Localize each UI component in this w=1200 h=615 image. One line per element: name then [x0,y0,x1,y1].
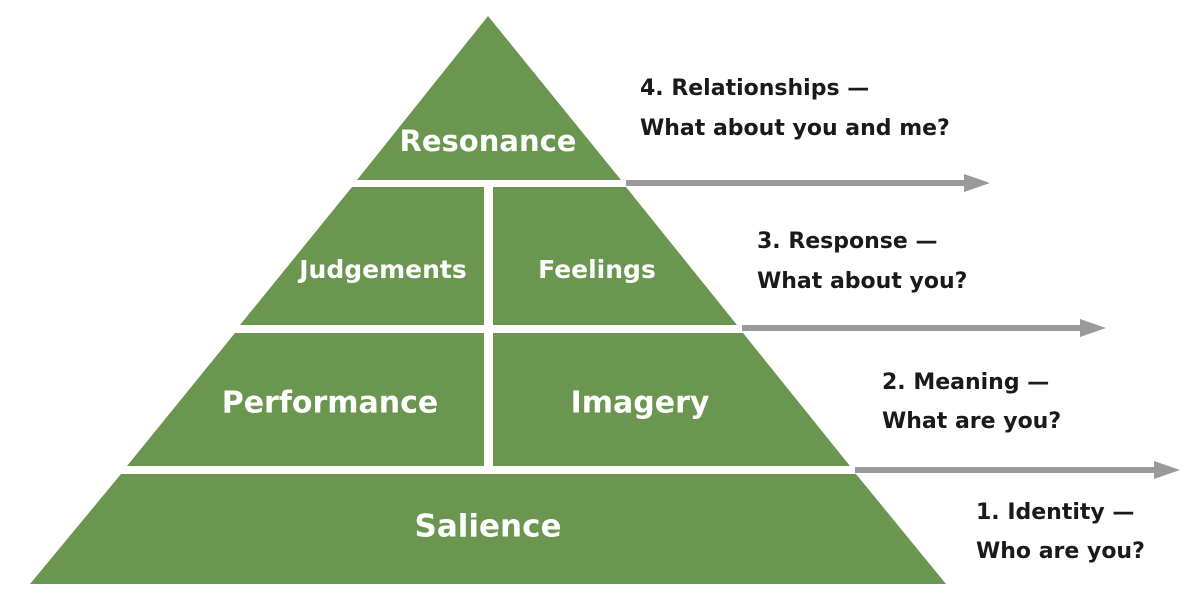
label-judgements: Judgements [297,255,466,284]
block-imagery [493,333,850,466]
step-meaning-question: What are you? [882,409,1061,434]
label-imagery: Imagery [571,386,710,421]
arrow-relationships [626,174,990,192]
step-relationships-title: 4. Relationships — [640,76,869,101]
block-salience [30,474,946,584]
label-resonance: Resonance [400,124,577,158]
step-identity-title: 1. Identity — [976,500,1134,525]
block-performance [127,333,484,466]
label-performance: Performance [222,386,439,421]
step-response-title: 3. Response — [757,229,937,254]
arrow-meaning [855,461,1180,479]
arrow-response [742,319,1106,337]
step-meaning-title: 2. Meaning — [882,370,1049,395]
step-response-question: What about you? [757,269,967,294]
block-resonance [357,16,621,180]
block-feelings [493,187,737,325]
label-feelings: Feelings [538,255,656,284]
block-judgements [240,187,484,325]
label-salience: Salience [415,509,562,545]
step-identity-question: Who are you? [976,539,1145,564]
step-relationships-question: What about you and me? [640,116,950,141]
